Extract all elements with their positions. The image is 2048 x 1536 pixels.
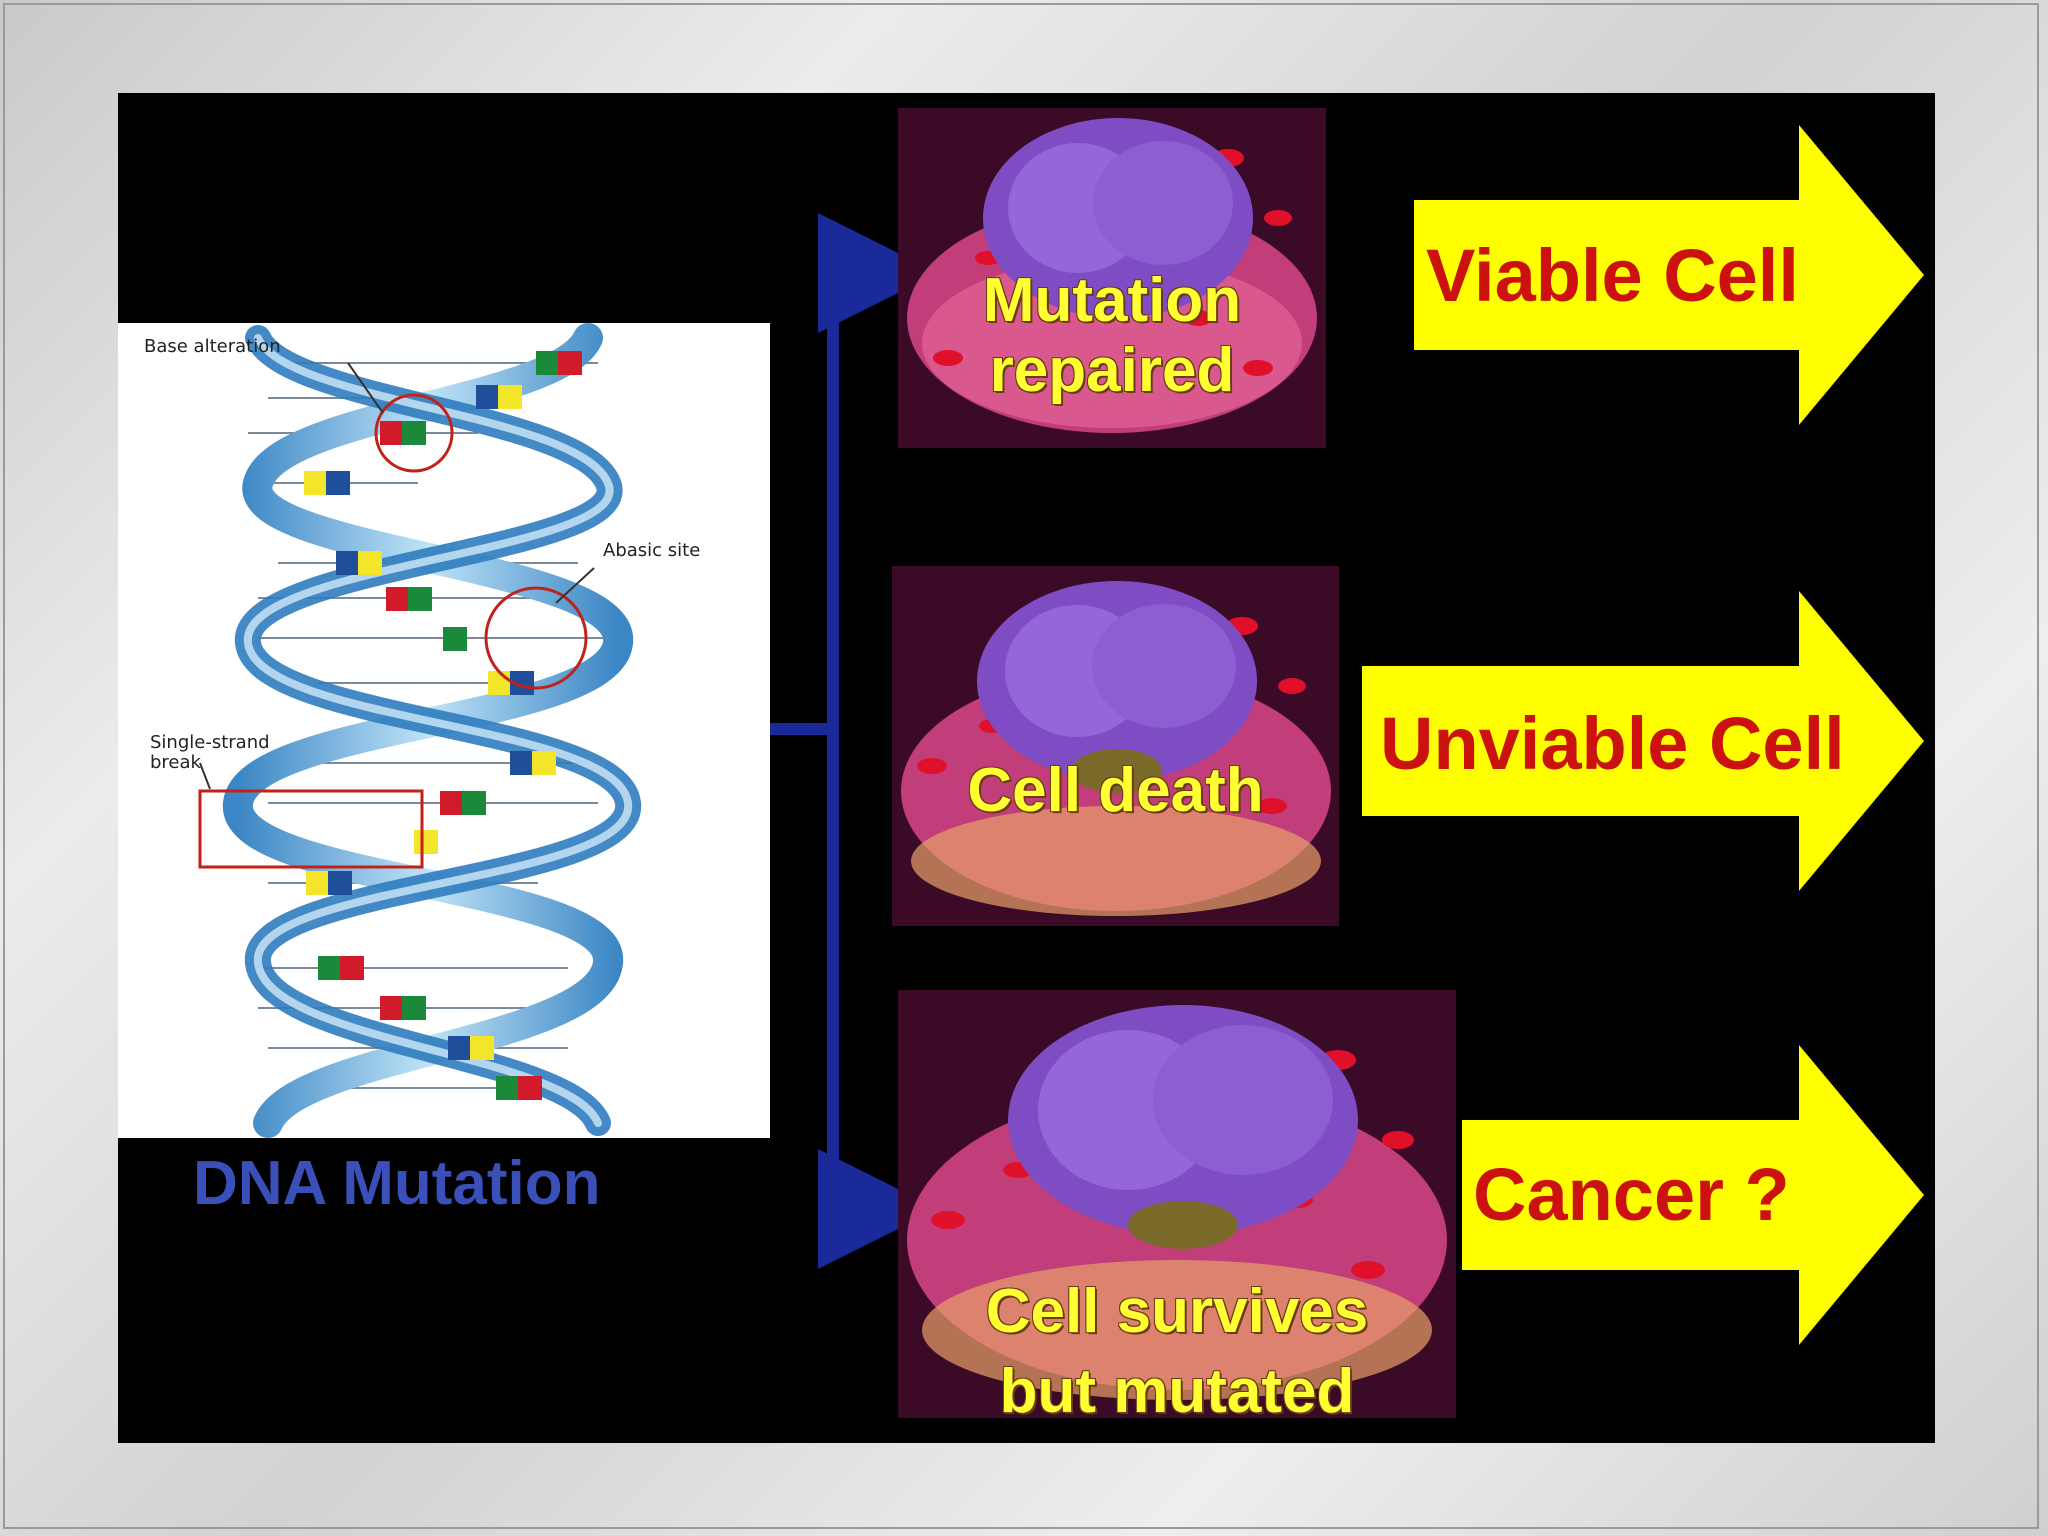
result-unviable-cell: Unviable Cell [1380,701,1845,786]
result-viable-cell: Viable Cell [1426,233,1799,318]
cell-label-mutated: Cell survives but mutated [898,1272,1456,1418]
cell-image-repaired: Mutation repaired [898,108,1326,448]
cell-label-repaired: Mutation repaired [898,266,1326,406]
slide: Base alteration Abasic site Single-stran… [118,93,1935,1443]
result-cancer: Cancer ? [1473,1152,1790,1237]
cell-image-mutated: Cell survives but mutated [898,990,1456,1418]
cell-illustration [892,566,1339,926]
cell-label-death: Cell death [892,756,1339,826]
cell-image-death: Cell death [892,566,1339,926]
